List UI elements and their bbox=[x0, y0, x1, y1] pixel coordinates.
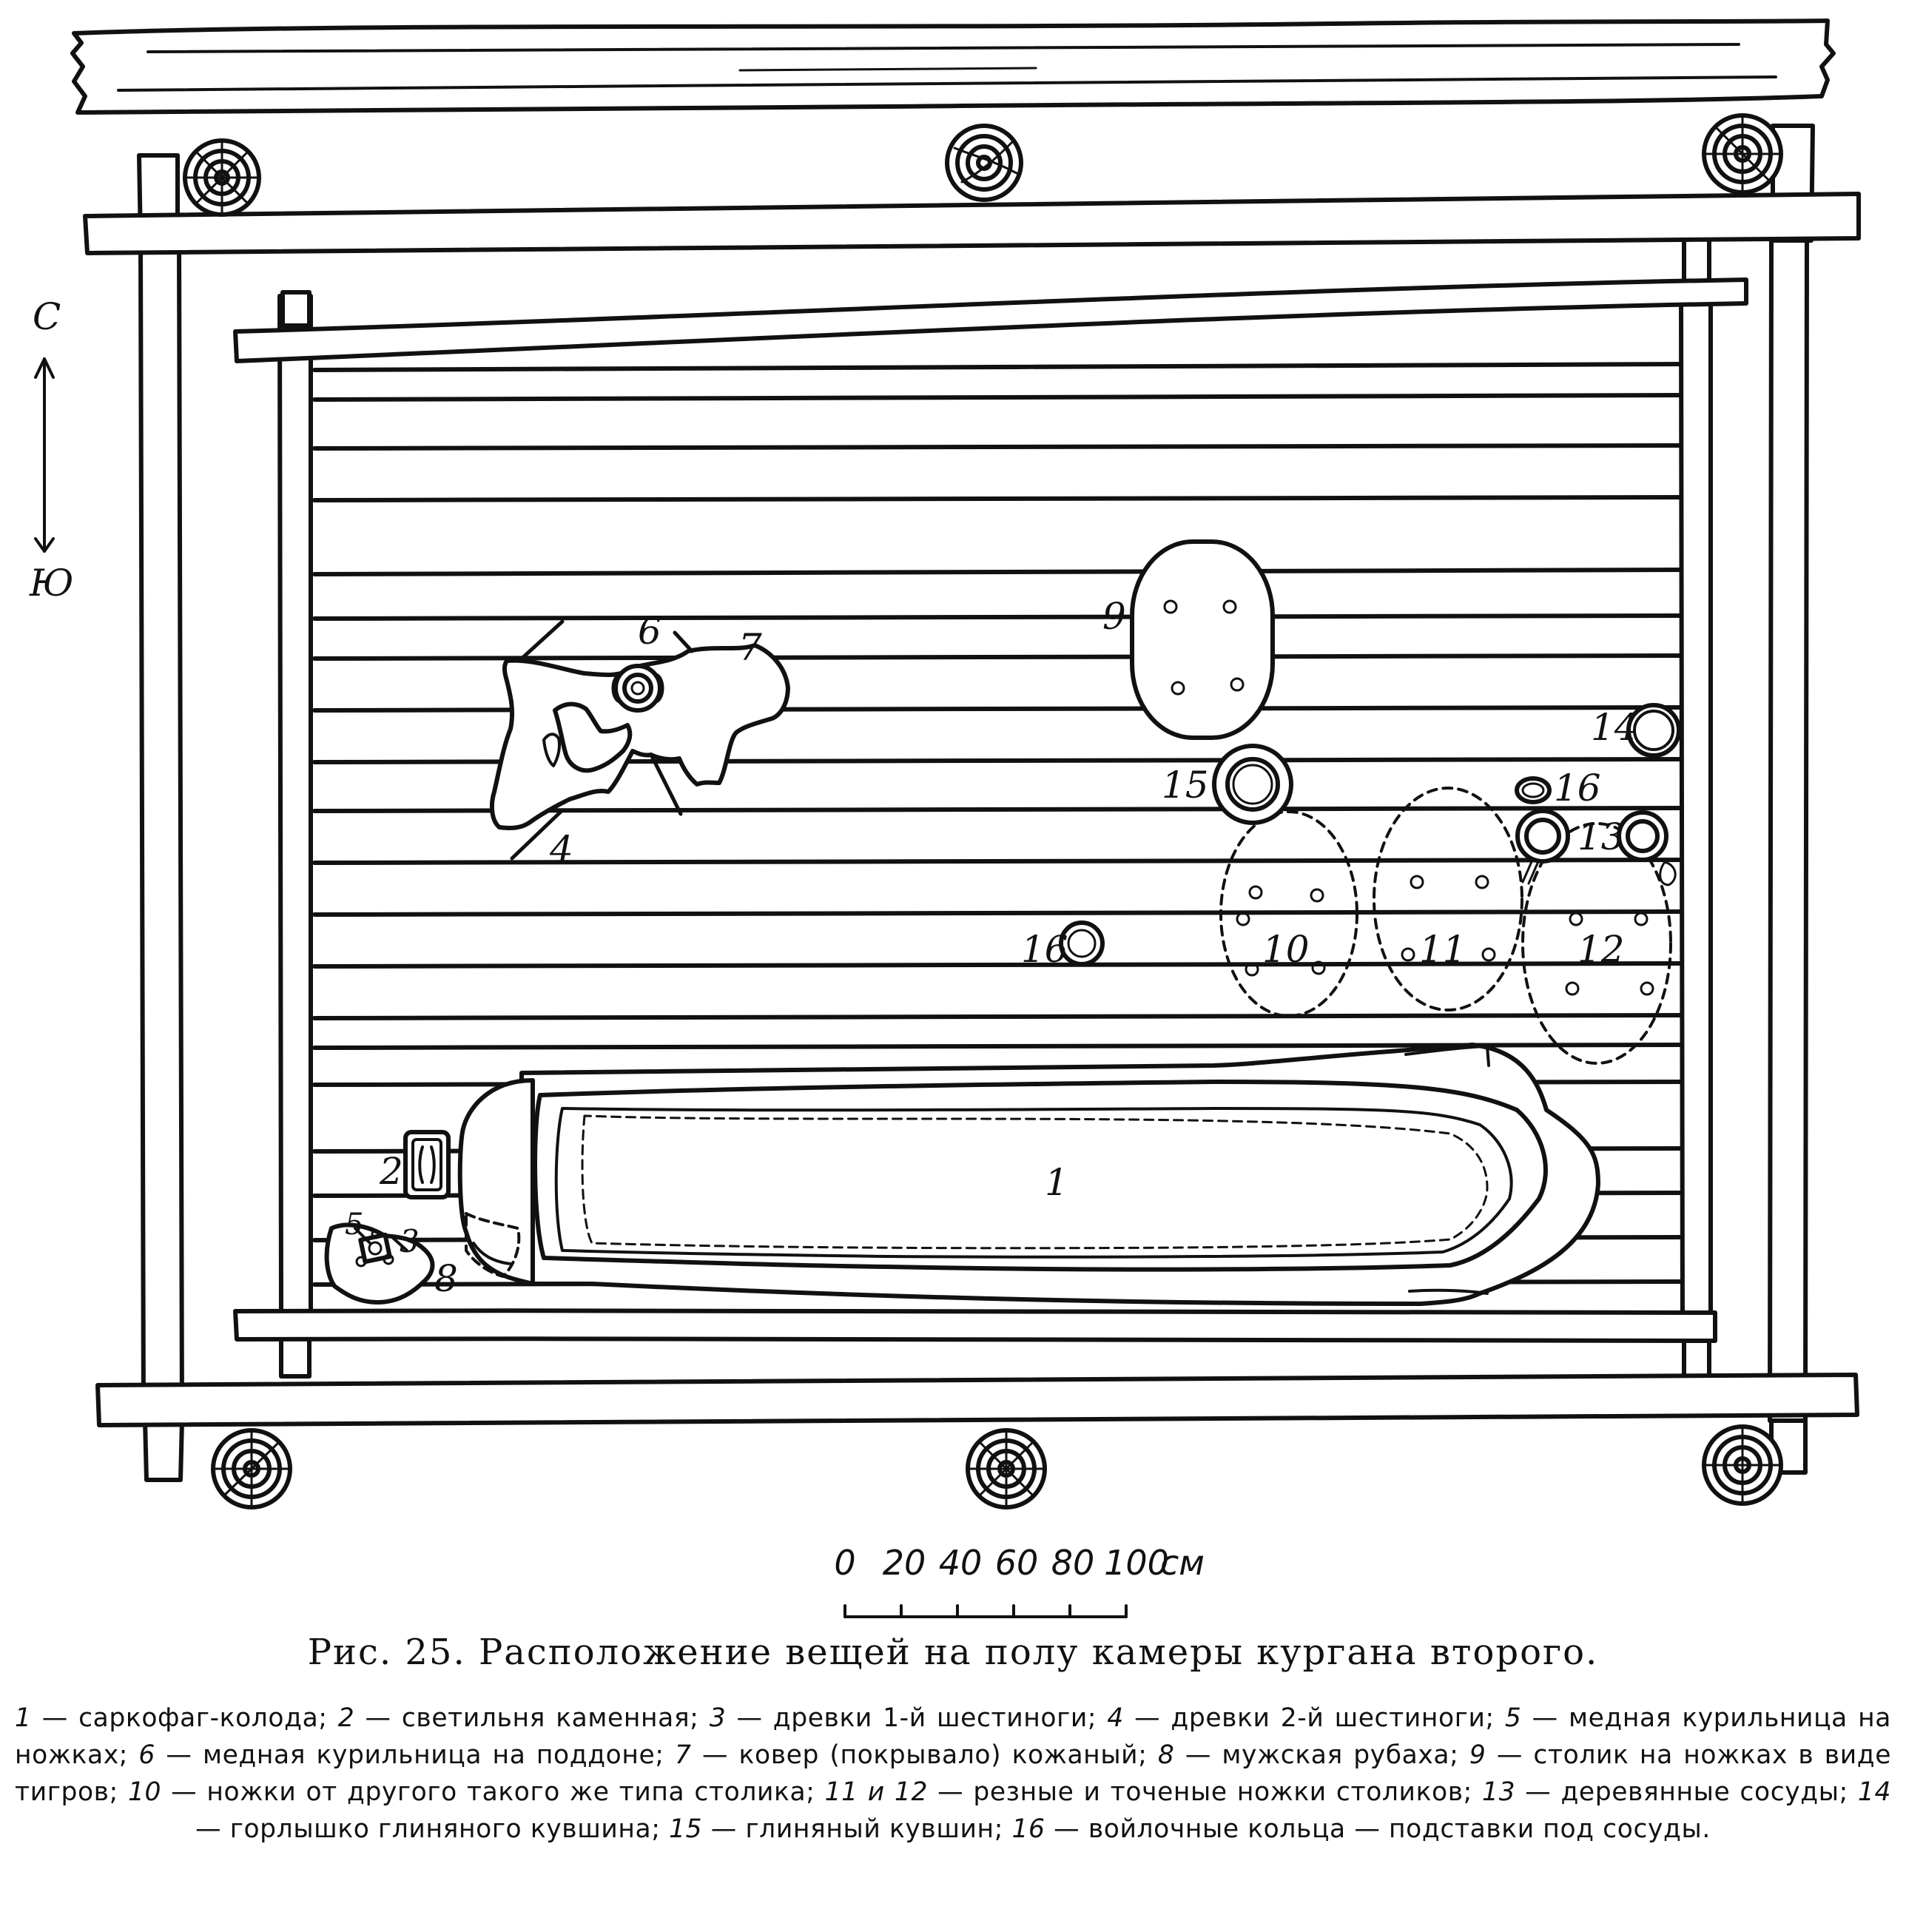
label-8: 8 bbox=[434, 1257, 458, 1300]
legend-item: 14 — горлышко глиняного кувшина bbox=[195, 1777, 1891, 1844]
sarcophagus-1 bbox=[457, 1043, 1600, 1306]
figure-caption: Рис. 25. Расположение вещей на полу каме… bbox=[307, 1632, 1599, 1673]
stone-lamp-2 bbox=[403, 1130, 451, 1199]
felt-ring-16 bbox=[1515, 776, 1552, 804]
legend-item-number: 2 bbox=[337, 1703, 355, 1733]
legend-item-text: — горлышко глиняного кувшина bbox=[195, 1814, 652, 1844]
legend-item: 15 — глиняный кувшин bbox=[669, 1814, 994, 1844]
legend-item-number: 11 и 12 bbox=[824, 1777, 929, 1807]
leather-carpet-7 bbox=[489, 643, 790, 830]
legend-item-number: 6 bbox=[138, 1740, 155, 1770]
legend-item: 8 — мужская рубаха bbox=[1158, 1740, 1449, 1770]
legend-item-text: — саркофаг-колода bbox=[31, 1703, 319, 1733]
scale-unit: см bbox=[1160, 1543, 1205, 1583]
legend-item-number: 3 bbox=[709, 1703, 727, 1733]
legend-item-number: 13 bbox=[1482, 1777, 1516, 1807]
jug-neck-14 bbox=[1626, 703, 1681, 758]
legend-item: 9 — столик на ножках в виде тигров bbox=[15, 1740, 1891, 1807]
label-1: 1 bbox=[1045, 1161, 1068, 1204]
censer-6 bbox=[611, 664, 664, 713]
legend-item: 6 — медная курильница на поддоне bbox=[138, 1740, 655, 1770]
label-7: 7 bbox=[738, 626, 762, 669]
compass-south: Ю bbox=[29, 562, 74, 605]
legend-item-text: — древки 2-й шестиноги bbox=[1123, 1703, 1486, 1733]
legend-item-text: — деревянные сосуды bbox=[1515, 1777, 1839, 1807]
wooden-vessel-13a bbox=[1515, 809, 1570, 885]
legend-item: 3 — древки 1-й шестиноги bbox=[710, 1703, 1088, 1733]
label-13: 13 bbox=[1577, 815, 1625, 858]
legend-item-text: — резные и точеные ножки столиков bbox=[928, 1777, 1464, 1807]
legend-item-text: — медная курильница на ножках bbox=[15, 1703, 1892, 1770]
label-15: 15 bbox=[1162, 764, 1209, 807]
compass-north: С bbox=[33, 295, 61, 338]
shafts-3 bbox=[354, 1227, 408, 1252]
legend-item: 16 — войлочные кольца — подставки под со… bbox=[1011, 1814, 1710, 1844]
scale-tick-100: 100 bbox=[1104, 1543, 1169, 1583]
scale-tick-0: 0 bbox=[834, 1543, 855, 1583]
compass-arrow-icon bbox=[34, 357, 55, 553]
label-6: 6 bbox=[638, 610, 661, 653]
legend-item-number: 5 bbox=[1504, 1703, 1522, 1733]
label-2: 2 bbox=[379, 1150, 403, 1193]
legend-item: 5 — медная курильница на ножках bbox=[15, 1703, 1891, 1770]
leg-marks bbox=[1236, 875, 1654, 996]
table-legs-10 bbox=[1219, 810, 1358, 1017]
log-end-icons bbox=[183, 113, 1783, 1509]
legend-item-text: — столик на ножках в виде тигров bbox=[15, 1740, 1892, 1807]
label-9: 9 bbox=[1102, 595, 1126, 638]
legend: 1 — саркофаг-колода; 2 — светильня камен… bbox=[15, 1703, 1892, 1844]
legend-item: 10 — ножки от другого такого же типа сто… bbox=[128, 1777, 806, 1807]
legend-item: 13 — деревянные сосуды bbox=[1482, 1777, 1839, 1807]
label-16: 16 bbox=[1554, 767, 1601, 810]
outer-horizontal-logs bbox=[83, 192, 1861, 1427]
label-10: 10 bbox=[1262, 928, 1310, 971]
legend-item-number: 4 bbox=[1107, 1703, 1124, 1733]
legend-item-number: 10 bbox=[127, 1777, 162, 1807]
legend-item-number: 9 bbox=[1469, 1740, 1486, 1770]
legend-item-number: 1 bbox=[15, 1703, 32, 1733]
scale-tick-80: 80 bbox=[1051, 1543, 1095, 1583]
legend-item-number: 8 bbox=[1157, 1740, 1175, 1770]
legend-item-text: — ковер (покрывало) кожаный bbox=[691, 1740, 1139, 1770]
legend-item-text: — светильня каменная bbox=[354, 1703, 690, 1733]
inner-horizontal-logs bbox=[233, 277, 1748, 1343]
legend-item-text: — глиняный кувшин bbox=[702, 1814, 994, 1844]
top-log bbox=[70, 18, 1836, 115]
legend-item-number: 14 bbox=[1857, 1777, 1892, 1807]
legend-item: 4 — древки 2-й шестиноги bbox=[1107, 1703, 1485, 1733]
scale-tick-20: 20 bbox=[883, 1543, 926, 1583]
legend-item: 1 — саркофаг-колода bbox=[15, 1703, 318, 1733]
label-4: 4 bbox=[549, 828, 573, 871]
table-9 bbox=[1130, 539, 1275, 740]
legend-item-text: — войлочные кольца — подставки под сосуд… bbox=[1045, 1814, 1711, 1844]
label-14: 14 bbox=[1591, 706, 1638, 749]
jug-15 bbox=[1212, 744, 1293, 825]
legend-item: 7 — ковер (покрывало) кожаный bbox=[675, 1740, 1138, 1770]
legend-item-number: 15 bbox=[669, 1814, 703, 1844]
legend-item-text: — ножки от другого такого же типа столик… bbox=[161, 1777, 806, 1807]
caption-block: Рис. 25. Расположение вещей на полу каме… bbox=[15, 1632, 1891, 1848]
table-legs-12 bbox=[1521, 822, 1672, 1065]
scale-tick-60: 60 bbox=[995, 1543, 1039, 1583]
legend-item-number: 16 bbox=[1011, 1814, 1045, 1844]
inner-wall-logs bbox=[277, 235, 1713, 1379]
label-11: 11 bbox=[1419, 928, 1466, 971]
legend-item-number: 7 bbox=[675, 1740, 692, 1770]
shafts-4 bbox=[510, 619, 694, 861]
label-12: 12 bbox=[1577, 928, 1625, 971]
legend-item: 11 и 12 — резные и точеные ножки столико… bbox=[825, 1777, 1464, 1807]
table-legs-11 bbox=[1373, 787, 1523, 1012]
label-5: 5 bbox=[345, 1208, 363, 1242]
label-3: 3 bbox=[400, 1223, 420, 1259]
scale-bar bbox=[843, 1604, 1128, 1618]
wooden-vessel-13b bbox=[1617, 810, 1677, 886]
legend-item-text: — древки 1-й шестиноги bbox=[726, 1703, 1088, 1733]
felt-ring-16-left bbox=[1059, 920, 1105, 966]
scale-tick-40: 40 bbox=[939, 1543, 983, 1583]
legend-item: 2 — светильня каменная bbox=[338, 1703, 690, 1733]
legend-item-text: — мужская рубаха bbox=[1174, 1740, 1450, 1770]
legend-item-text: — медная курильница на поддоне bbox=[155, 1740, 656, 1770]
label-16-left: 16 bbox=[1021, 928, 1068, 971]
